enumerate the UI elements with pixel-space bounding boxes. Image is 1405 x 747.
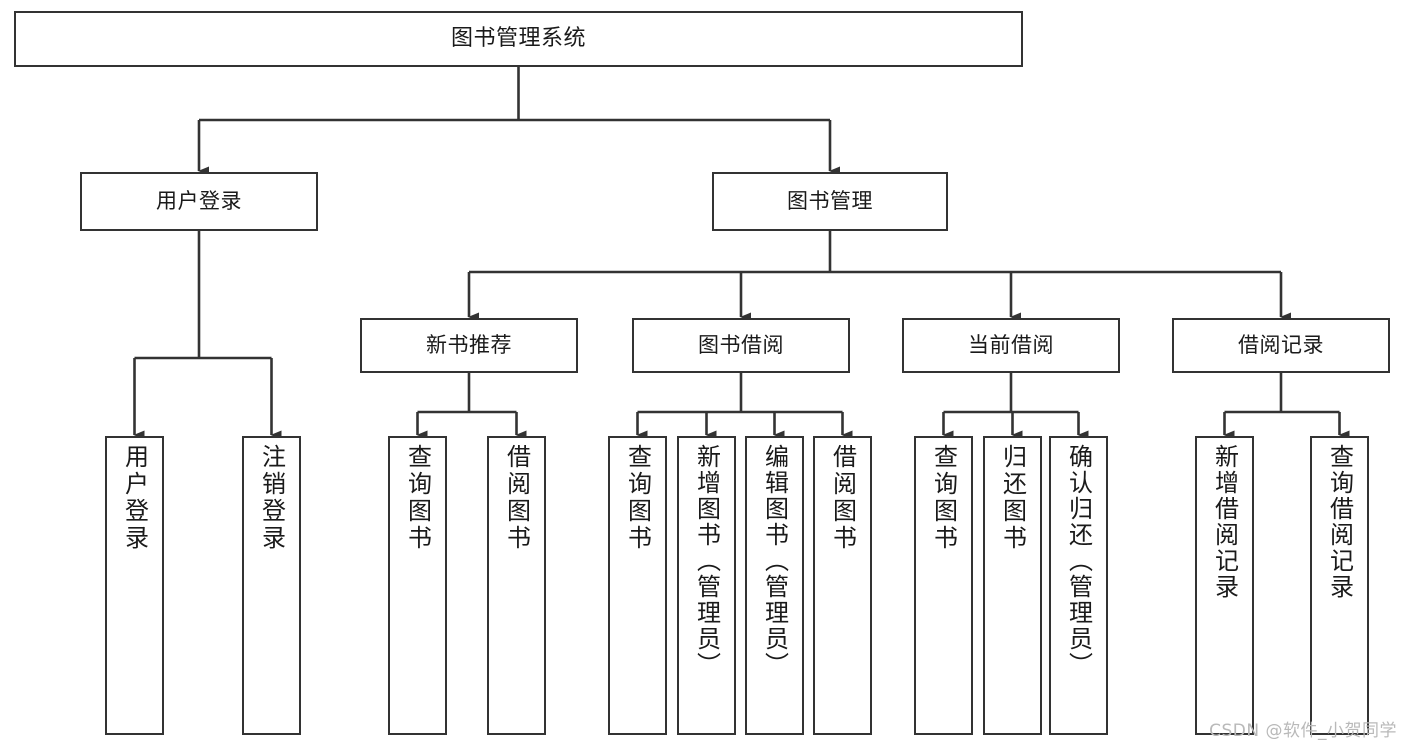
node-user-login[interactable]: 用户登录 [80, 172, 318, 231]
node-label: 用户登录 [156, 189, 242, 214]
node-label: 当前借阅 [968, 333, 1054, 358]
node-leaf-add-book[interactable]: 新增图书（管理员） [677, 436, 736, 735]
node-leaf-logout[interactable]: 注销登录 [242, 436, 301, 735]
node-label: 查询图书 [929, 444, 958, 552]
node-label: 图书借阅 [698, 333, 784, 358]
node-leaf-borrow-book-1[interactable]: 借阅图书 [487, 436, 546, 735]
node-leaf-user-login[interactable]: 用户登录 [105, 436, 164, 735]
watermark-text: CSDN @软件_小贺同学 [1209, 721, 1397, 741]
node-label: 借阅记录 [1238, 333, 1324, 358]
node-label: 归还图书 [998, 444, 1027, 552]
node-leaf-add-record[interactable]: 新增借阅记录 [1195, 436, 1254, 735]
node-leaf-confirm-return[interactable]: 确认归还（管理员） [1049, 436, 1108, 735]
node-label: 查询图书 [403, 444, 432, 552]
node-label: 图书管理 [787, 189, 873, 214]
node-label: 查询借阅记录 [1325, 444, 1354, 600]
node-leaf-borrow-book-2[interactable]: 借阅图书 [813, 436, 872, 735]
node-label: 编辑图书（管理员） [760, 444, 789, 678]
node-label: 确认归还（管理员） [1064, 444, 1093, 678]
node-leaf-query-book-2[interactable]: 查询图书 [608, 436, 667, 735]
node-leaf-query-book-1[interactable]: 查询图书 [388, 436, 447, 735]
node-label: 用户登录 [120, 444, 149, 552]
node-leaf-edit-book[interactable]: 编辑图书（管理员） [745, 436, 804, 735]
node-leaf-return-book[interactable]: 归还图书 [983, 436, 1042, 735]
node-label: 借阅图书 [502, 444, 531, 552]
node-current-borrow[interactable]: 当前借阅 [902, 318, 1120, 373]
node-leaf-query-book-3[interactable]: 查询图书 [914, 436, 973, 735]
node-label: 新增借阅记录 [1210, 444, 1239, 600]
node-label: 注销登录 [257, 444, 286, 552]
node-book-manage[interactable]: 图书管理 [712, 172, 948, 231]
node-label: 新增图书（管理员） [692, 444, 721, 678]
node-book-borrow[interactable]: 图书借阅 [632, 318, 850, 373]
node-label: 新书推荐 [426, 333, 512, 358]
node-leaf-query-record[interactable]: 查询借阅记录 [1310, 436, 1369, 735]
node-label: 借阅图书 [828, 444, 857, 552]
node-label: 查询图书 [623, 444, 652, 552]
node-borrow-record[interactable]: 借阅记录 [1172, 318, 1390, 373]
node-new-book-rec[interactable]: 新书推荐 [360, 318, 578, 373]
node-label: 图书管理系统 [450, 26, 586, 52]
node-root[interactable]: 图书管理系统 [14, 11, 1023, 67]
